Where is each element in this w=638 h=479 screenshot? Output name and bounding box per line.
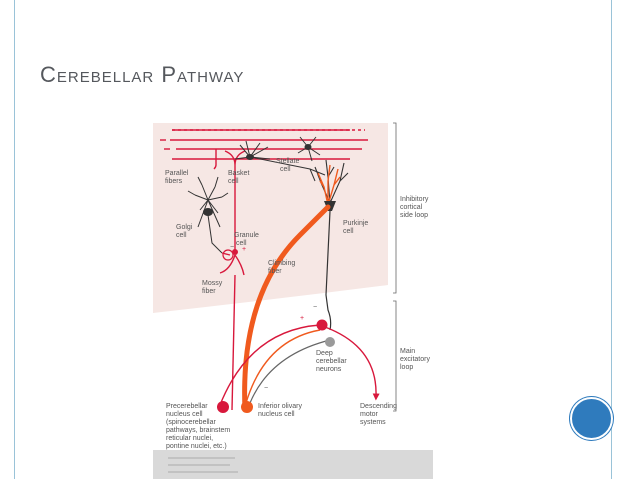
golgi-cell-body: [203, 208, 213, 216]
purkinje-axon: [325, 210, 332, 331]
deep-cerebellar-neuron-excitatory: [316, 319, 328, 331]
basket-cell-body: [246, 154, 254, 160]
inferior-olivary-nucleus-cell: [241, 401, 253, 413]
label-inferior-olivary: Inferior olivary nucleus cell: [258, 403, 304, 418]
deep-cerebellar-neuron-inhibitory: [325, 337, 335, 347]
basket-cell: [234, 140, 326, 182]
mossy-fiber-rosette: [222, 249, 234, 261]
deep-to-olive-inhibitory-path: [249, 339, 331, 404]
inhibitory-loop-bracket: [393, 122, 397, 294]
precerebellar-to-deep-path: [219, 324, 321, 406]
label-purkinje-cell: Purkinje cell: [343, 220, 370, 235]
excitatory-loop-bracket: [393, 300, 397, 412]
cerebellar-cortex-region: [153, 123, 388, 313]
granule-cell-body: [232, 249, 238, 255]
minus-sign-olive: −: [264, 385, 268, 392]
slide-decoration-circle: [570, 397, 613, 440]
cerebellar-pathway-diagram: − + + − − Parallel fibers Basket cell St…: [153, 122, 433, 479]
label-golgi-cell: Golgi cell: [176, 224, 194, 239]
granule-cell-axon: [213, 149, 246, 250]
plus-sign-deep: +: [300, 315, 304, 322]
precerebellar-nucleus-cell: [217, 401, 229, 413]
faded-caption-text: [168, 457, 238, 473]
climbing-fiber: [242, 204, 331, 413]
olivary-to-deep-path: [245, 329, 321, 404]
label-granule-cell: Granule cell: [234, 232, 261, 247]
climbing-fiber-terminal: [317, 164, 341, 206]
label-deep-cerebellar-neurons: Deep cerebellar neurons: [316, 350, 349, 373]
label-basket-cell: Basket cell: [228, 170, 251, 185]
deep-to-descending-path: [324, 326, 380, 401]
golgi-axon: [207, 214, 223, 254]
label-climbing-fiber: Climbing fiber: [268, 260, 297, 275]
label-precerebellar-nucleus: Precerebellar nucleus cell (spinocerebel…: [166, 403, 232, 450]
plus-sign-granule: +: [242, 246, 246, 253]
stellate-cell-body: [304, 144, 312, 150]
label-mossy-fiber: Mossy fiber: [202, 280, 224, 295]
minus-sign-deep: −: [313, 304, 317, 311]
stellate-cell: [297, 136, 321, 162]
label-excitatory-loop: Main excitatory loop: [400, 348, 432, 371]
label-parallel-fibers: Parallel fibers: [165, 170, 190, 185]
label-stellate-cell: Stellate cell: [276, 158, 301, 173]
golgi-cell: [187, 176, 229, 228]
slide-frame: [14, 0, 612, 479]
minus-sign-golgi: −: [230, 244, 234, 251]
label-inhibitory-loop: Inhibitory cortical side loop: [400, 196, 430, 219]
label-descending-motor: Descending motor systems: [360, 403, 399, 426]
slide-title: Cerebellar Pathway: [40, 62, 245, 87]
